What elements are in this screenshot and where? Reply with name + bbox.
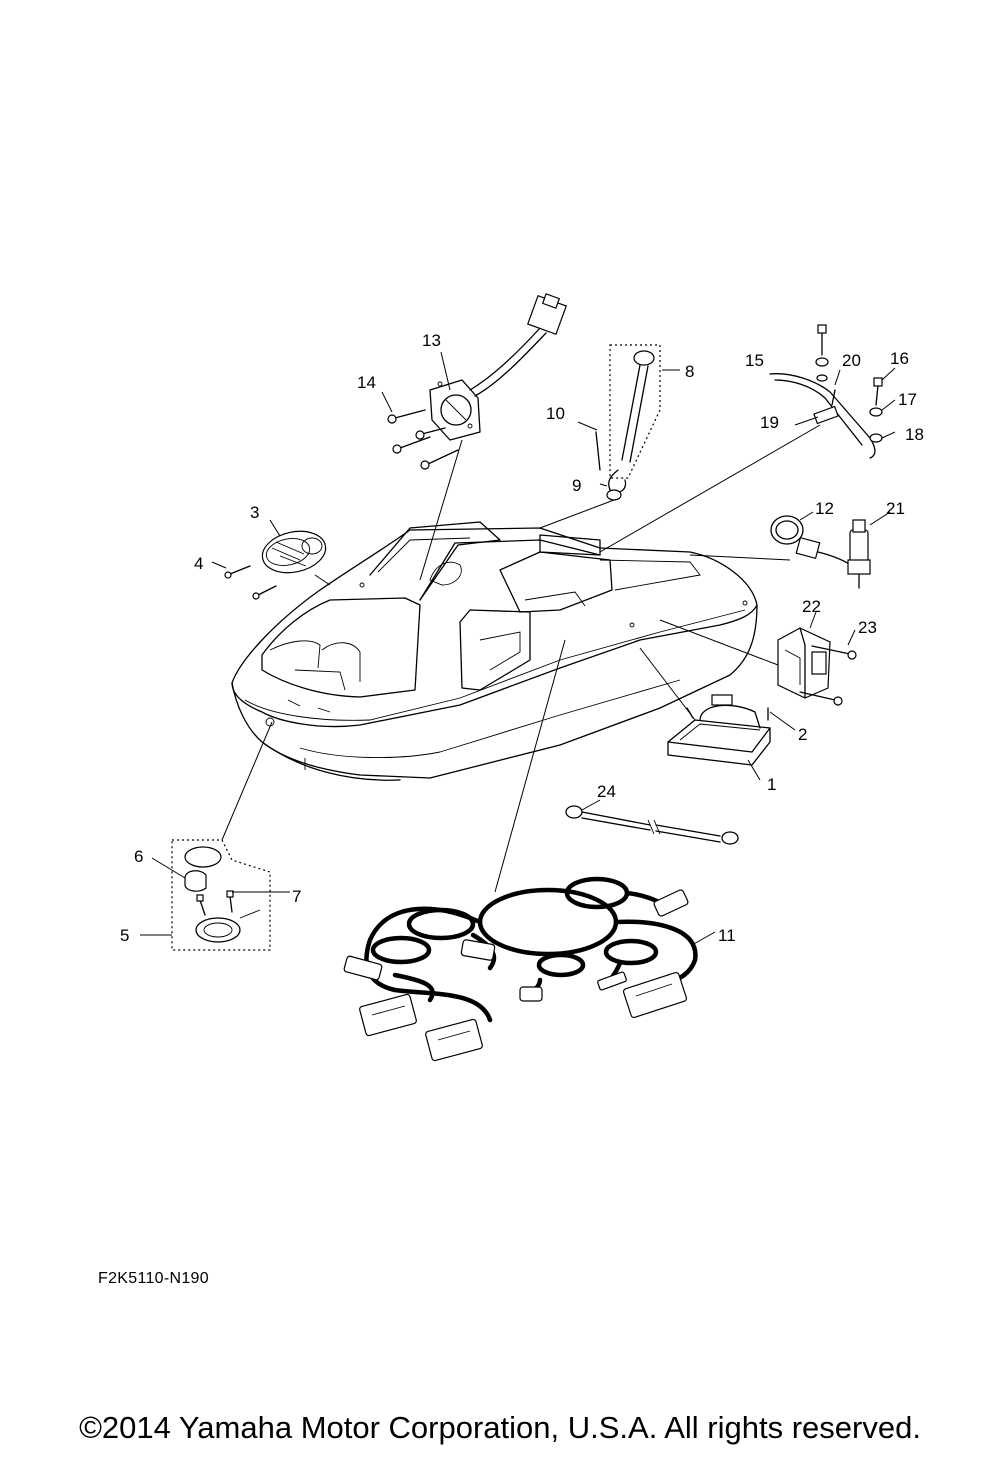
callout-10: 10 [546,404,565,423]
figure-code: F2K5110-N190 [98,1270,209,1287]
part-5-6-7-group [171,839,271,951]
part-11-wiring-harness [343,876,698,1062]
part-24-cable [565,805,739,845]
callout-1: 1 [767,775,776,794]
callout-12: 12 [815,499,834,518]
part-4-screws [224,565,277,600]
callout-20: 20 [842,351,861,370]
copyright-notice: ©2014 Yamaha Motor Corporation, U.S.A. A… [79,1410,921,1445]
part-12-grommet [770,515,804,545]
callout-13: 13 [422,331,441,350]
callout-22: 22 [802,597,821,616]
callout-8: 8 [685,362,694,381]
callout-16: 16 [890,349,909,368]
callout-17: 17 [898,390,917,409]
callout-19: 19 [760,413,779,432]
callout-4: 4 [194,554,203,573]
part-1-tray [667,694,771,766]
part-22-control-unit [777,627,831,699]
callout-5: 5 [120,926,129,945]
callout-23: 23 [858,618,877,637]
callout-11: 11 [718,926,736,945]
callout-14: 14 [357,373,376,392]
part-3-speaker [261,530,327,574]
callout-24: 24 [597,782,616,801]
callout-labels: 1 2 3 4 5 6 7 8 9 10 11 12 13 14 15 16 1… [120,331,924,945]
boat-hull [231,521,758,781]
callout-18: 18 [905,425,924,444]
part-14-screws [387,409,459,470]
callout-3: 3 [250,503,259,522]
part-15-20-bracket [769,324,883,459]
leader-lines [140,351,896,946]
callout-9: 9 [572,476,581,495]
part-21-sensor [795,519,871,589]
part-13-gauge-plate [429,293,567,441]
part-23-bolts [799,645,857,706]
callout-6: 6 [134,847,143,866]
callout-21: 21 [886,499,905,518]
callout-15: 15 [745,351,764,370]
callout-7: 7 [292,887,301,906]
callout-2: 2 [798,725,807,744]
part-8-9-10-group [595,344,661,501]
